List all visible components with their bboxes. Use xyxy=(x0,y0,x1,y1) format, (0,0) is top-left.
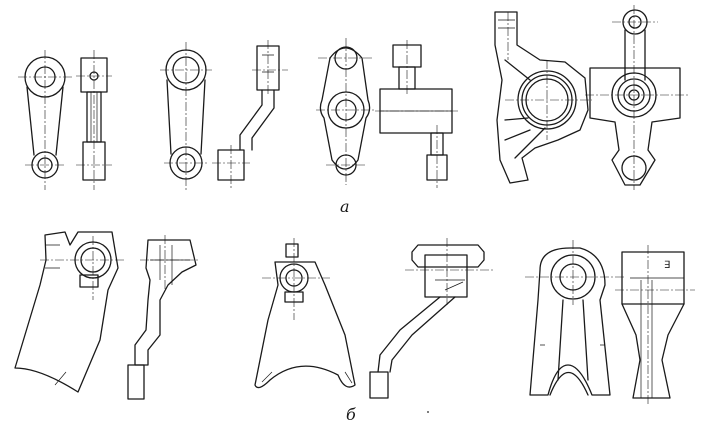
fork-segment-front-view xyxy=(14,231,125,393)
fork-segment-side-view xyxy=(127,235,200,400)
lever-front-view xyxy=(316,38,376,185)
link-side-view xyxy=(76,50,112,190)
bracket-front-view xyxy=(494,11,592,184)
view-mark: ∃ xyxy=(664,260,670,271)
yoke-side-view: ∃ xyxy=(615,245,695,405)
bracket-side-view xyxy=(585,5,690,190)
arm-front-view xyxy=(160,42,212,190)
lever-side-view xyxy=(375,40,458,188)
link-front-view xyxy=(18,50,72,190)
caption-a: а xyxy=(340,197,350,216)
shift-fork-side-view xyxy=(369,238,495,399)
yoke-front-view xyxy=(525,240,625,396)
arm-side-view xyxy=(212,40,288,188)
caption-b: б xyxy=(346,405,356,424)
shift-fork-front-view xyxy=(254,238,356,389)
